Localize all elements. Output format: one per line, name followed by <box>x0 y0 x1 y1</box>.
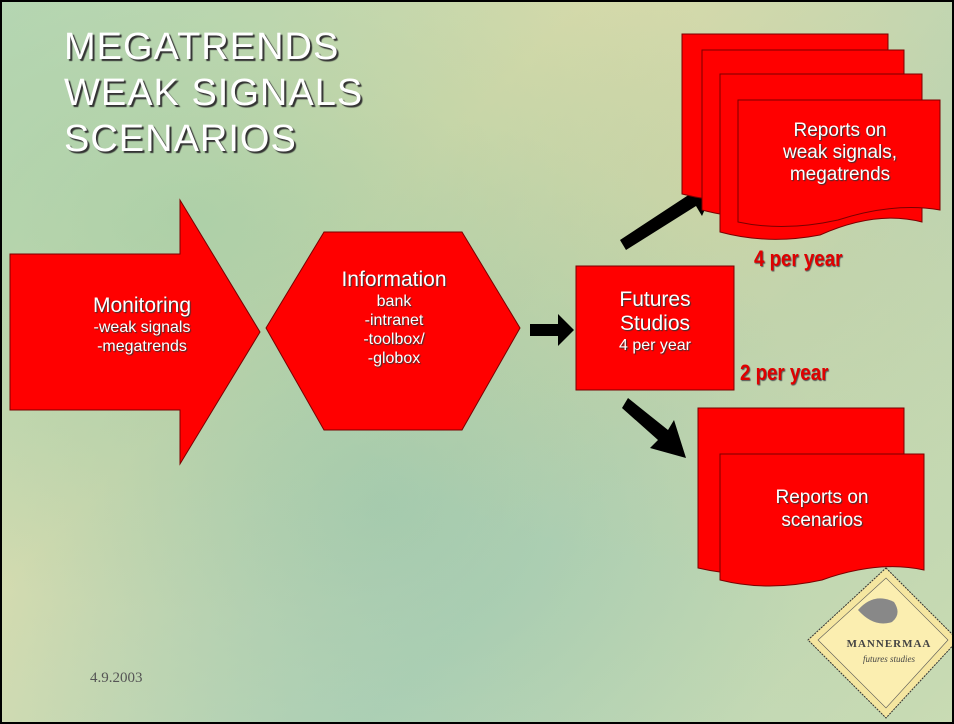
reports-scenarios-line2: scenarios <box>781 510 863 531</box>
logo-name: MANNERMAA <box>846 638 932 650</box>
logo-subtitle: futures studies <box>863 654 915 664</box>
title-line-weak-signals: WEAK SIGNALS <box>64 72 364 114</box>
futures-box-shape <box>575 265 735 391</box>
information-line-bank: bank <box>376 293 412 310</box>
reports-signals-line1: Reports on <box>793 120 887 141</box>
title-line-megatrends: MEGATRENDS <box>64 26 340 68</box>
monitoring-line-megatrends: -megatrends <box>97 338 187 355</box>
monitoring-label: Monitoring -weak signals -megatrends <box>42 294 242 356</box>
information-line-globox: -globox <box>367 350 421 367</box>
information-hexagon-shape <box>265 231 521 431</box>
reports-signals-line3: megatrends <box>789 164 891 185</box>
page-title: MEGATRENDS WEAK SIGNALS SCENARIOS <box>64 24 363 162</box>
futures-line-futures: Futures <box>619 288 691 311</box>
information-heading: Information <box>341 268 447 291</box>
reports-signals-line2: weak signals, <box>782 142 898 163</box>
futures-label: Futures Studios 4 per year <box>576 288 734 355</box>
monitoring-arrow-shape <box>9 198 261 466</box>
futures-line-studios: Studios <box>619 312 691 335</box>
arrow-down-right <box>622 398 686 458</box>
reports-scenarios-label: Reports on scenarios <box>720 486 924 532</box>
arrow-up-right <box>620 184 714 250</box>
information-line-intranet: -intranet <box>364 312 424 329</box>
logo-diamond-icon <box>807 567 952 719</box>
information-label: Information bank -intranet -toolbox/ -gl… <box>294 268 494 368</box>
futures-line-frequency: 4 per year <box>618 337 692 354</box>
frequency-top-label: 4 per year <box>754 246 843 271</box>
reports-signals-label: Reports on weak signals, megatrends <box>740 120 940 186</box>
monitoring-line-weak-signals: -weak signals <box>93 319 191 336</box>
title-line-scenarios: SCENARIOS <box>64 118 297 160</box>
slide-date: 4.9.2003 <box>90 670 143 686</box>
reports-stack-bottom <box>697 407 925 587</box>
information-line-toolbox: -toolbox/ <box>363 331 425 348</box>
reports-stack-top <box>681 33 941 240</box>
reports-scenarios-line1: Reports on <box>775 487 869 508</box>
frequency-bottom-label: 2 per year <box>740 360 829 385</box>
monitoring-heading: Monitoring <box>92 294 192 317</box>
arrow-to-futures <box>530 314 574 346</box>
